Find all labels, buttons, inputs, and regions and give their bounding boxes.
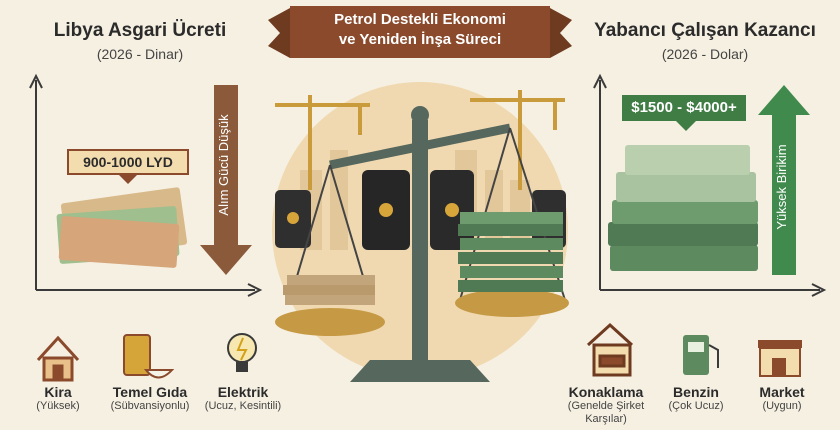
banner-ribbon [268,6,572,58]
item-fuel-sub: (Çok Ucuz) [668,400,724,412]
item-electricity-label: Elektrik [217,384,269,400]
dinar-notes-icon [56,187,188,268]
up-arrow-label: Yüksek Birikim [774,144,789,230]
crane-right-icon [470,90,565,190]
item-fuel: Benzin (Çok Ucuz) [664,384,728,413]
item-accommodation-sub: (Genelde Şirket Karşılar) [567,400,645,425]
house-icon [36,335,80,382]
down-arrow-icon [200,85,252,275]
left-callout-box [67,149,189,184]
right-callout-box [622,95,746,131]
right-title: Yabancı Çalışan Kazancı [594,20,816,41]
item-market-label: Market [759,384,805,400]
crane-left-icon [275,95,370,190]
item-rent-label: Kira [44,384,72,400]
item-accommodation: Konaklama (Genelde Şirket Karşılar) [566,384,646,426]
item-food-label: Temel Gıda [112,384,188,400]
item-rent-sub: (Yüksek) [36,400,80,412]
shop-icon [758,340,802,377]
lightbulb-icon [227,333,257,372]
banner-line-2: ve Yeniden İnşa Süreci [338,31,502,48]
right-subtitle: (2026 - Dolar) [661,46,749,62]
item-food-sub: (Sübvansiyonlu) [110,400,190,412]
banner-line-1: Petrol Destekli Ekonomi [334,11,506,28]
right-callout-text: $1500 - $4000+ [631,99,737,116]
dollar-stack-large-icon [608,145,758,271]
banner-title: Petrol Destekli Ekonomi ve Yeniden İnşa … [290,10,550,50]
item-fuel-label: Benzin [673,384,719,400]
dinar-stack-icon [283,275,375,305]
item-food: Temel Gıda (Sübvansiyonlu) [100,384,200,413]
left-callout-text: 900-1000 LYD [83,154,173,170]
item-accommodation-label: Konaklama [568,384,644,400]
down-arrow-label: Alım Gücü Düşük [216,114,231,216]
item-electricity: Elektrik (Ucuz, Kesintili) [196,384,290,413]
right-axes [593,73,827,297]
left-subtitle: (2026 - Dinar) [96,46,184,62]
dollar-stack-icon [458,212,563,292]
left-axes [29,73,263,297]
fuel-pump-icon [683,335,719,375]
left-title: Libya Asgari Ücreti [53,20,227,41]
item-market: Market (Uygun) [750,384,814,413]
item-market-sub: (Uygun) [762,400,802,412]
item-electricity-sub: (Ucuz, Kesintili) [204,400,282,412]
bed-icon [586,322,634,377]
item-rent: Kira (Yüksek) [18,384,98,413]
oil-barrels [275,170,566,250]
food-bag-icon [123,334,175,379]
up-arrow-icon [758,85,810,275]
